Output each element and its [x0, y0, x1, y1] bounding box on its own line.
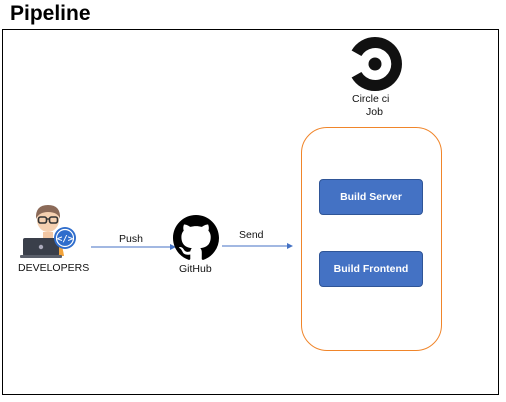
- circleci-label-line1: Circle ci: [352, 93, 390, 105]
- diagram-frame: [2, 29, 499, 395]
- diagram-title: Pipeline: [10, 2, 91, 25]
- developer-laptop-icon: </>: [20, 205, 76, 258]
- developers-label: DEVELOPERS: [18, 262, 90, 274]
- build-frontend-step[interactable]: Build Frontend: [319, 251, 423, 287]
- circleci-logo-icon: [351, 36, 402, 91]
- push-label: Push: [119, 233, 143, 245]
- github-label: GitHub: [179, 263, 212, 275]
- svg-text:</>: </>: [57, 235, 74, 245]
- build-server-step[interactable]: Build Server: [319, 179, 423, 215]
- job-container: [301, 127, 442, 351]
- circleci-label-line2: Job: [366, 106, 383, 118]
- send-label: Send: [239, 229, 264, 241]
- github-octocat-icon: [173, 215, 219, 260]
